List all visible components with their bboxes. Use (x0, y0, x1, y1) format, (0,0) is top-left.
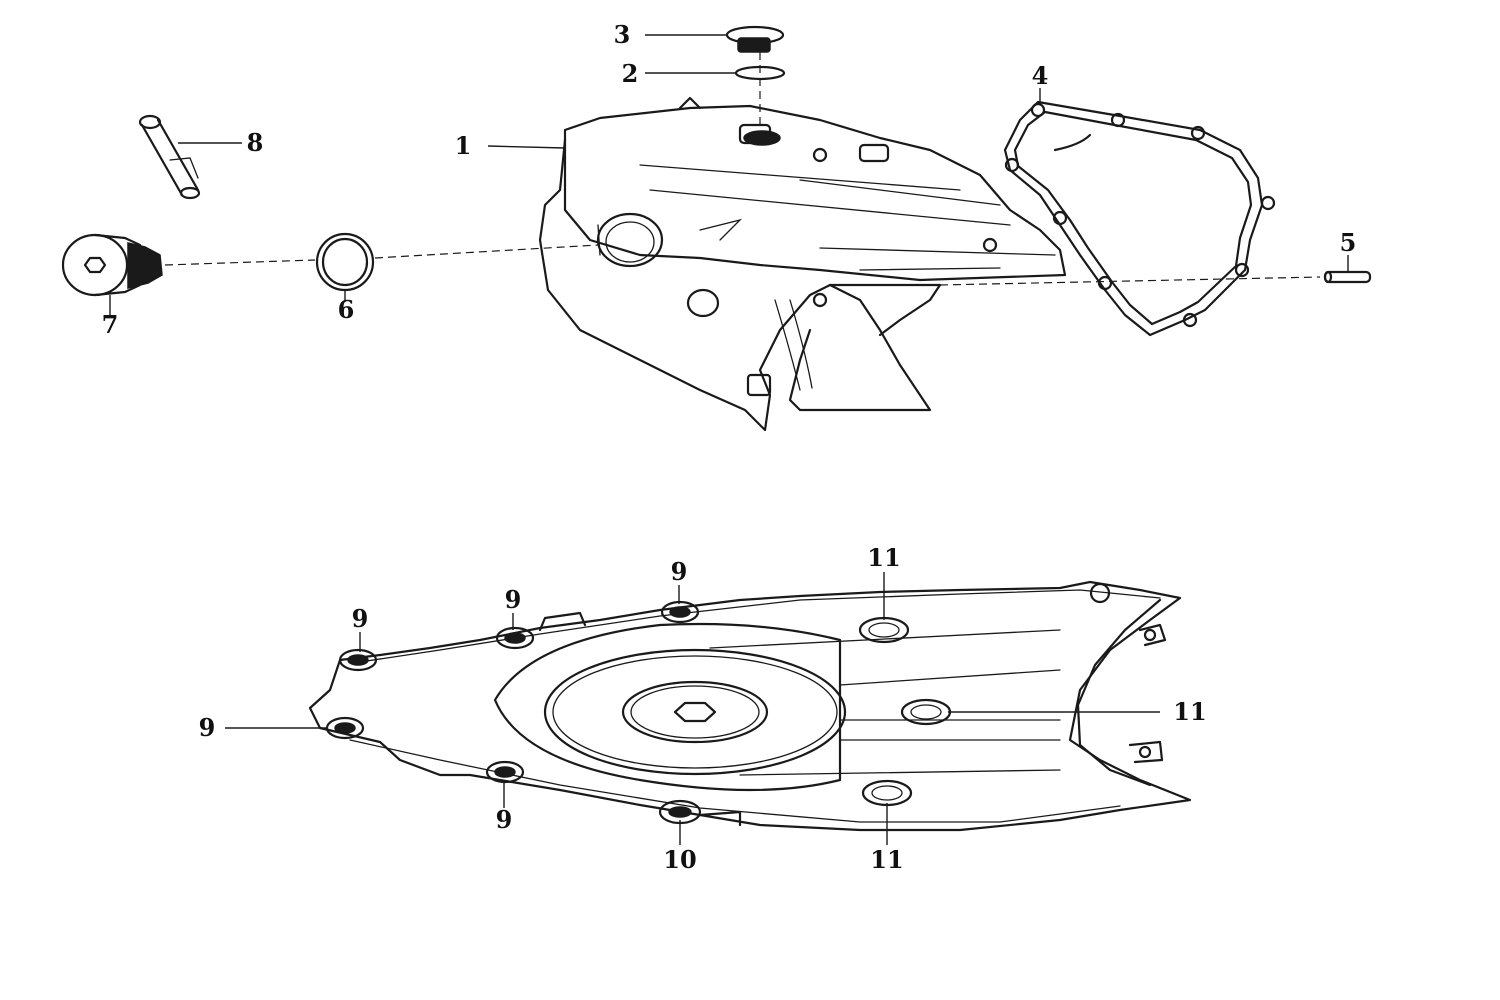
callout-9-a: 9 (352, 604, 369, 633)
part-4-gasket (1003, 100, 1276, 337)
bottom-leader-lines (225, 572, 1160, 845)
callout-4: 4 (1032, 61, 1049, 90)
callout-11-c: 11 (870, 845, 903, 874)
outer-cover-assembly (308, 580, 1192, 832)
callout-2: 2 (622, 59, 639, 88)
part-6-o-ring (315, 232, 375, 292)
callout-11-a: 11 (867, 543, 900, 572)
part-7-timing-plug (61, 233, 599, 297)
callout-8: 8 (247, 128, 264, 157)
callout-1: 1 (455, 131, 472, 160)
callout-labels: 1 2 3 4 5 6 7 8 9 9 9 9 9 10 11 11 11 (102, 20, 1357, 874)
callout-9-e: 9 (496, 805, 513, 834)
callout-3: 3 (614, 20, 631, 49)
callout-11-b: 11 (1173, 697, 1206, 726)
callout-5: 5 (1340, 228, 1357, 257)
callout-7: 7 (102, 310, 119, 339)
callout-10: 10 (663, 845, 696, 874)
top-leader-lines (109, 34, 1349, 315)
part-1-crankcase-cover (538, 96, 1067, 432)
callout-9-c: 9 (671, 557, 688, 586)
callout-9-d: 9 (199, 713, 216, 742)
part-5-dowel-pin (939, 270, 1372, 286)
callout-9-b: 9 (505, 585, 522, 614)
part-8-bolt (138, 114, 201, 200)
callout-6: 6 (338, 295, 355, 324)
